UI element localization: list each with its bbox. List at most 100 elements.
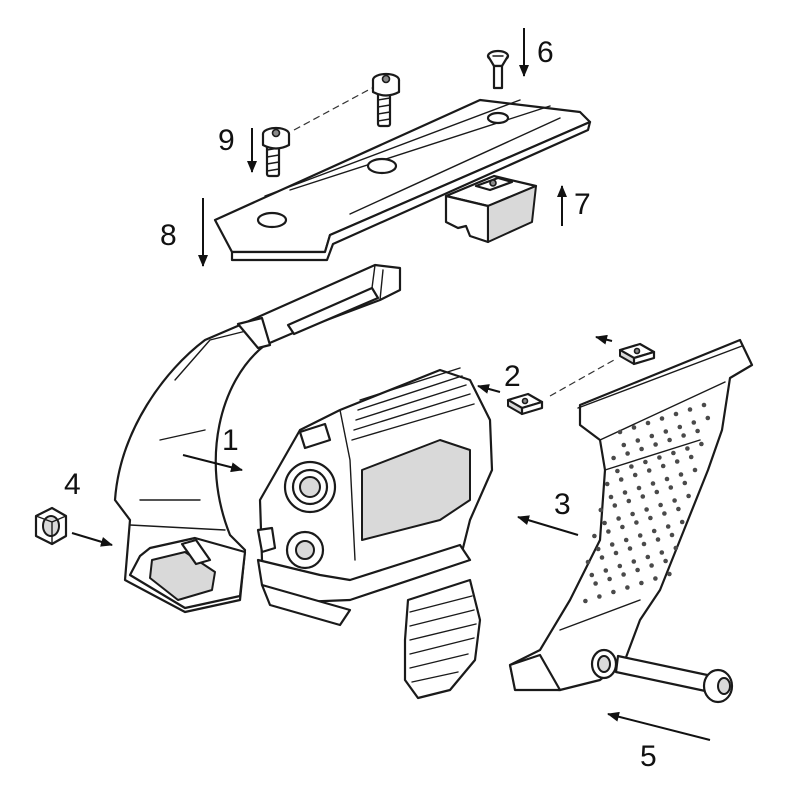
texture-dot xyxy=(692,467,698,473)
texture-dot xyxy=(618,477,624,482)
texture-dot xyxy=(625,585,630,590)
texture-dot xyxy=(635,438,641,443)
texture-dot xyxy=(645,554,651,560)
texture-dot xyxy=(641,541,647,547)
texture-dot xyxy=(598,507,604,513)
texture-dot xyxy=(695,428,700,434)
texture-dot xyxy=(705,415,711,421)
callout-8: 8 xyxy=(160,219,177,252)
texture-dot xyxy=(607,576,612,582)
texture-dot xyxy=(602,520,607,526)
texture-dot xyxy=(631,425,637,430)
texture-dot xyxy=(682,480,688,486)
texture-dot xyxy=(688,454,694,460)
texture-dot xyxy=(654,489,660,495)
callout-4: 4 xyxy=(64,468,81,501)
grip-texture-dots xyxy=(583,402,711,604)
texture-dot xyxy=(677,424,683,430)
texture-dot xyxy=(651,528,657,534)
cylinder-body xyxy=(256,367,494,627)
texture-dot xyxy=(667,571,672,577)
texture-dot xyxy=(615,468,620,474)
texture-dot xyxy=(593,581,598,586)
arrow-5 xyxy=(607,711,711,741)
texture-dot xyxy=(665,524,671,529)
small-square-nut-lower xyxy=(506,392,544,416)
texture-dot xyxy=(678,472,684,477)
grip-handle xyxy=(403,578,482,700)
texture-dot xyxy=(671,450,676,456)
texture-dot xyxy=(585,559,591,565)
texture-dot xyxy=(673,411,679,417)
texture-dot xyxy=(672,498,677,503)
callout-5: 5 xyxy=(640,740,657,773)
callout-6: 6 xyxy=(537,36,554,69)
texture-dot xyxy=(634,520,639,525)
texture-dot xyxy=(662,511,667,516)
texture-dot xyxy=(636,485,642,491)
texture-dot xyxy=(637,533,643,538)
texture-dot xyxy=(612,503,618,508)
texture-dot xyxy=(649,433,655,439)
texture-dot xyxy=(632,472,638,478)
texture-dot xyxy=(623,537,629,543)
texture-dot xyxy=(687,407,693,412)
callout-9: 9 xyxy=(218,124,235,157)
texture-dot xyxy=(616,516,621,521)
texture-dot xyxy=(611,589,616,595)
left-housing-half xyxy=(113,263,402,614)
texture-dot xyxy=(663,429,669,434)
texture-dot xyxy=(611,455,616,461)
small-square-nut-upper xyxy=(618,342,656,366)
callout-7: 7 xyxy=(574,188,591,221)
texture-dot xyxy=(635,567,640,573)
texture-dot xyxy=(592,533,597,539)
texture-dot xyxy=(674,459,680,464)
arrow-3 xyxy=(517,515,579,536)
texture-dot xyxy=(583,598,588,604)
texture-dot xyxy=(640,494,646,499)
texture-dot xyxy=(681,433,686,438)
texture-dot xyxy=(679,519,685,525)
texture-dot xyxy=(606,529,611,534)
texture-dot xyxy=(649,563,654,568)
texture-dot xyxy=(676,506,681,512)
texture-dot xyxy=(622,490,628,495)
texture-dot xyxy=(673,545,679,551)
texture-dot xyxy=(621,442,627,448)
texture-dot xyxy=(663,558,668,564)
texture-dot xyxy=(608,494,614,500)
texture-dot xyxy=(644,507,649,512)
texture-dot xyxy=(617,563,623,569)
texture-dot xyxy=(664,476,670,482)
texture-dot xyxy=(595,546,601,552)
texture-dot xyxy=(639,580,644,586)
texture-dot xyxy=(646,468,652,473)
texture-dot xyxy=(691,420,697,425)
arrow-2 xyxy=(477,384,501,394)
countersunk-screw xyxy=(486,49,510,90)
texture-dot xyxy=(599,555,605,560)
texture-dot xyxy=(604,481,610,487)
screw-alignment-line xyxy=(293,87,373,131)
top-rail-part xyxy=(213,98,592,262)
texture-dot xyxy=(626,498,632,504)
callout-1: 1 xyxy=(222,424,239,457)
texture-dot xyxy=(699,441,704,447)
texture-dot xyxy=(639,446,644,452)
texture-dot xyxy=(653,576,658,581)
callout-3: 3 xyxy=(554,488,571,521)
texture-dot xyxy=(660,463,666,469)
texture-dot xyxy=(686,493,691,499)
texture-dot xyxy=(658,502,663,508)
retaining-pin xyxy=(614,654,734,704)
texture-dot xyxy=(643,459,648,465)
texture-dot xyxy=(625,451,630,456)
right-grip-panel xyxy=(508,338,754,692)
texture-dot xyxy=(629,464,634,469)
texture-dot xyxy=(621,572,626,577)
texture-dot xyxy=(613,550,619,556)
texture-dot xyxy=(617,429,623,435)
